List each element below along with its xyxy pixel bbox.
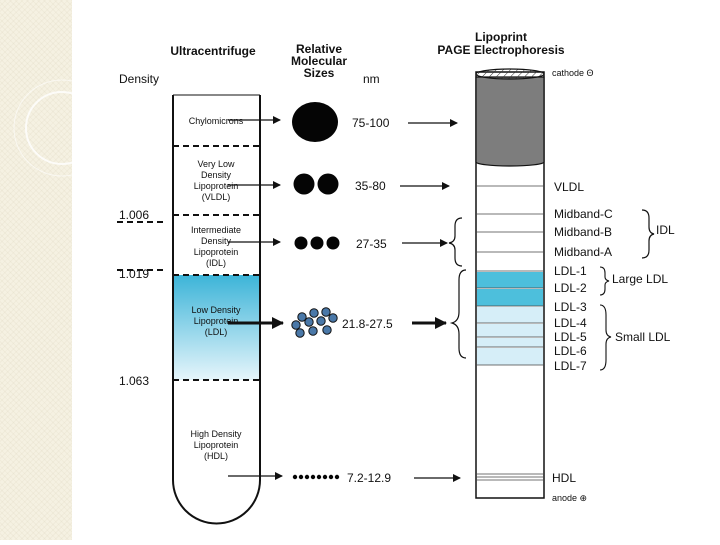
ldl-particles bbox=[291, 307, 338, 338]
tube-label-hdl-1: High Density bbox=[190, 429, 242, 439]
tube-label-vldl-3: Lipoprotein bbox=[194, 181, 239, 191]
tube-label-ldl-1: Low Density bbox=[191, 305, 241, 315]
relative-sizes-header-line3: Sizes bbox=[304, 66, 335, 80]
tube-outline bbox=[172, 95, 261, 525]
vldl-particles bbox=[293, 173, 339, 195]
chylomicron-particle bbox=[292, 102, 338, 142]
tube-label-ldl-2: Lipoprotein bbox=[194, 316, 239, 326]
gel-label-midband-b: Midband-B bbox=[554, 225, 612, 239]
gel-band-ldl-4 bbox=[477, 324, 543, 337]
size-chylomicrons: 75-100 bbox=[352, 116, 390, 130]
gel-label-ldl-2: LDL-2 bbox=[554, 281, 587, 295]
relative-sizes-header-line1: Relative bbox=[296, 42, 342, 56]
tube-label-hdl-3: (HDL) bbox=[204, 451, 228, 461]
tube-label-chylomicrons: Chylomicrons bbox=[189, 116, 244, 126]
nm-label: nm bbox=[363, 72, 380, 86]
gel-band-ldl-5 bbox=[477, 338, 543, 347]
tube-label-idl-4: (IDL) bbox=[206, 258, 226, 268]
gel-label-ldl-3: LDL-3 bbox=[554, 300, 587, 314]
lipoprint-header-line2: PAGE Electrophoresis bbox=[437, 43, 564, 57]
gel-band-lines bbox=[476, 185, 544, 481]
size-to-gel-arrows bbox=[400, 119, 461, 482]
gel-cap bbox=[475, 76, 545, 167]
lipoprint-header-line1: Lipoprint bbox=[475, 30, 527, 44]
tube-label-idl-3: Lipoprotein bbox=[194, 247, 239, 257]
density-dashed-lines bbox=[173, 145, 260, 381]
gel-column bbox=[475, 68, 545, 499]
size-ldl: 21.8-27.5 bbox=[342, 317, 393, 331]
gel-label-ldl-4: LDL-4 bbox=[554, 316, 587, 330]
gel-label-cathode: cathode Θ bbox=[552, 68, 594, 78]
ultracentrifuge-header: Ultracentrifuge bbox=[170, 44, 256, 58]
gel-band-ldl-2 bbox=[477, 289, 543, 306]
tube-label-vldl-1: Very Low bbox=[197, 159, 235, 169]
brace-small-ldl bbox=[599, 304, 612, 371]
gel-label-ldl-6: LDL-6 bbox=[554, 344, 587, 358]
tube-label-idl-2: Density bbox=[201, 236, 232, 246]
size-idl: 27-35 bbox=[356, 237, 387, 251]
relative-sizes-header-line2: Molecular bbox=[291, 54, 347, 68]
gel-label-small-ldl: Small LDL bbox=[615, 330, 671, 344]
tube-label-ldl-3: (LDL) bbox=[205, 327, 228, 337]
tube-label-vldl-4: (VLDL) bbox=[202, 192, 231, 202]
brace-idl-left bbox=[448, 217, 463, 267]
gel-cap-top bbox=[475, 68, 545, 80]
ultracentrifuge-tube bbox=[117, 94, 261, 525]
gel-label-vldl: VLDL bbox=[554, 180, 584, 194]
density-value-1019: 1.019 bbox=[119, 267, 149, 281]
tube-label-vldl-2: Density bbox=[201, 170, 232, 180]
gel-label-ldl-7: LDL-7 bbox=[554, 359, 587, 373]
gel-label-midband-c: Midband-C bbox=[554, 207, 613, 221]
density-label: Density bbox=[119, 72, 159, 86]
brace-idl-right bbox=[641, 209, 655, 259]
brace-ldl-left bbox=[449, 269, 467, 359]
tube-to-size-arrows bbox=[228, 116, 284, 480]
idl-particles bbox=[294, 236, 340, 250]
size-vldl: 35-80 bbox=[355, 179, 386, 193]
gel-label-anode: anode ⊕ bbox=[552, 493, 587, 503]
gel-label-ldl-5: LDL-5 bbox=[554, 330, 587, 344]
gel-label-hdl: HDL bbox=[552, 471, 576, 485]
gel-label-idl: IDL bbox=[656, 223, 675, 237]
gel-band-ldl-3 bbox=[477, 307, 543, 323]
gel-label-ldl-1: LDL-1 bbox=[554, 264, 587, 278]
hdl-particles bbox=[292, 474, 340, 480]
gel-band-ldl-6 bbox=[477, 348, 543, 365]
brace-large-ldl bbox=[599, 266, 610, 296]
ldl-band-fill bbox=[173, 275, 260, 380]
size-hdl: 7.2-12.9 bbox=[347, 471, 391, 485]
tube-label-idl-1: Intermediate bbox=[191, 225, 241, 235]
gel-label-midband-a: Midband-A bbox=[554, 245, 612, 259]
gel-label-large-ldl: Large LDL bbox=[612, 272, 668, 286]
density-value-1006: 1.006 bbox=[119, 208, 149, 222]
tube-label-hdl-2: Lipoprotein bbox=[194, 440, 239, 450]
decorative-side-panel bbox=[0, 0, 111, 540]
gel-band-ldl-1 bbox=[477, 272, 543, 288]
density-value-1063: 1.063 bbox=[119, 374, 149, 388]
